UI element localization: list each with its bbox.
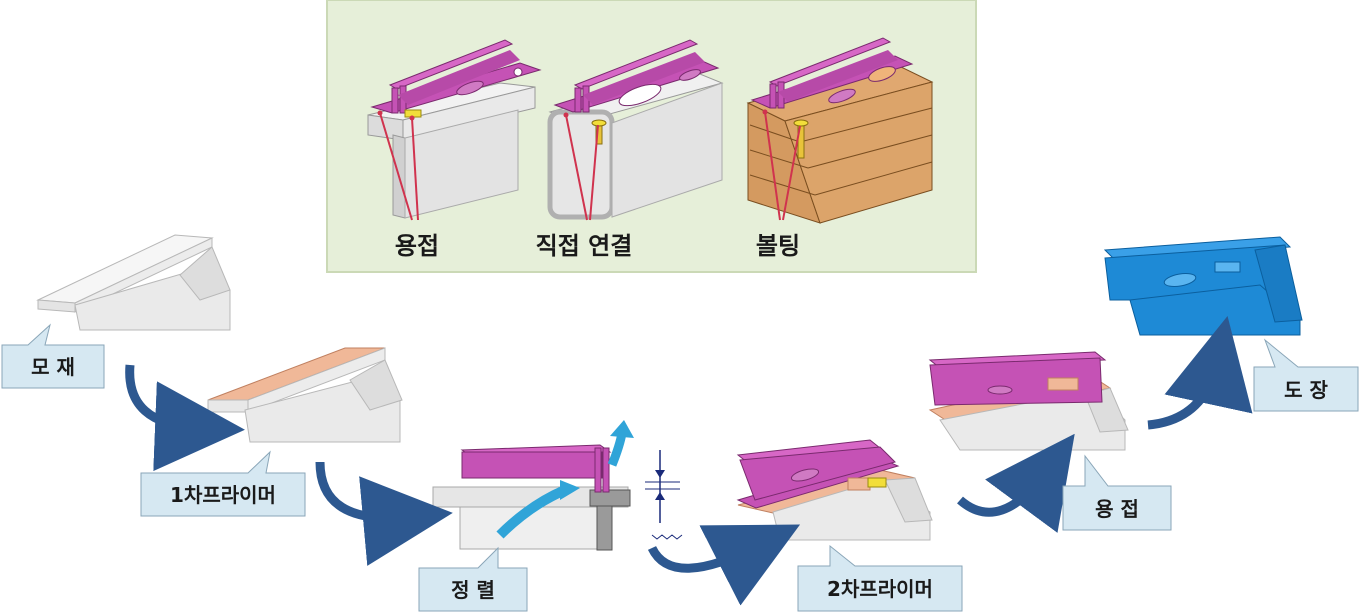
direct-connection-label: 직접 연결 (536, 232, 633, 260)
step-primer1-label: 1차프라이머 (170, 483, 276, 507)
connection-methods-panel: 용접 직접 연결 볼팅 (326, 0, 977, 273)
alignment-illustration (432, 420, 683, 551)
bolting-label: 볼팅 (756, 232, 800, 260)
callout-paint: 도 장 (1253, 338, 1359, 412)
step-weld-label: 용 접 (1095, 497, 1139, 521)
process-arrows (125, 316, 1253, 606)
callout-primer1: 1차프라이머 (140, 450, 306, 517)
direct-connection-illustration (547, 39, 724, 221)
bolting-illustration (746, 37, 934, 224)
primer1-illustration (207, 347, 403, 443)
step-paint-label: 도 장 (1284, 378, 1328, 402)
primer2-illustration (736, 439, 933, 541)
arrow-4 (957, 433, 1075, 533)
step-align-label: 정 렬 (451, 578, 495, 602)
callout-align: 정 렬 (418, 546, 528, 612)
weld-illustration (928, 351, 1129, 451)
arrow-3 (647, 524, 801, 606)
arrow-5 (1147, 316, 1253, 430)
callout-primer2: 2차프라이머 (797, 544, 963, 612)
arrow-1 (125, 364, 245, 472)
callout-base: 모 재 (1, 323, 105, 389)
welding-illustration (367, 39, 542, 221)
base-material-illustration (36, 234, 231, 331)
paint-illustration (1103, 236, 1303, 336)
callout-weld: 용 접 (1062, 454, 1172, 531)
step-base-label: 모 재 (31, 355, 75, 379)
arrow-2 (315, 461, 453, 566)
welding-label: 용접 (395, 232, 439, 260)
step-primer2-label: 2차프라이머 (827, 577, 933, 601)
